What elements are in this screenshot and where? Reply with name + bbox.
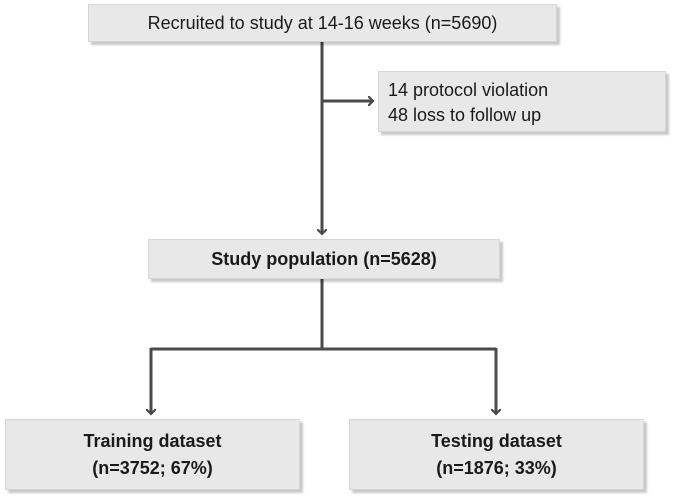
training-dataset-count: (n=3752; 67%)	[92, 457, 213, 478]
testing-dataset-box: Testing dataset (n=1876; 33%)	[349, 419, 644, 490]
testing-dataset-count: (n=1876; 33%)	[436, 457, 557, 478]
study-population-label: Study population (n=5628)	[211, 248, 437, 269]
training-dataset-box: Training dataset (n=3752; 67%)	[5, 419, 300, 490]
training-dataset-title: Training dataset	[83, 430, 222, 451]
recruited-label: Recruited to study at 14-16 weeks (n=569…	[147, 12, 498, 33]
exclusions-box: 14 protocol violation 48 loss to follow …	[378, 71, 666, 132]
study-population-box: Study population (n=5628)	[148, 239, 500, 279]
loss-to-follow-up-label: 48 loss to follow up	[388, 105, 542, 125]
protocol-violation-label: 14 protocol violation	[388, 80, 549, 100]
recruited-box: Recruited to study at 14-16 weeks (n=569…	[88, 4, 557, 42]
testing-dataset-title: Testing dataset	[431, 430, 562, 451]
